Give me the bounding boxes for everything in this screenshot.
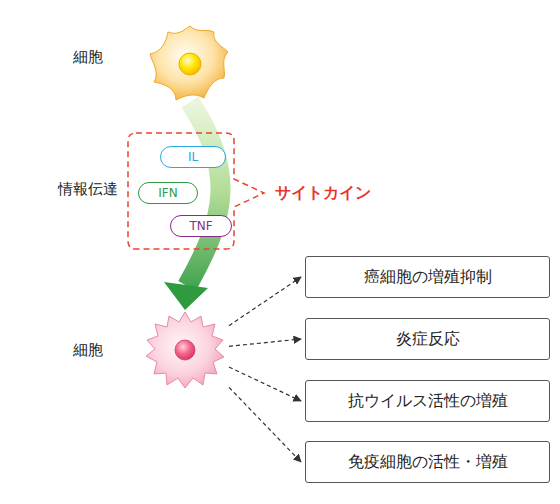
cell-illustration-outline [145, 310, 225, 390]
node-text: IL [188, 150, 198, 164]
connector [229, 277, 301, 326]
effect-box: 抗ウイルス活性の増殖 [305, 380, 550, 422]
node-text: 免疫細胞の活性・増殖 [348, 452, 508, 473]
node-text: IFN [158, 186, 177, 200]
connector [164, 102, 221, 310]
cell-illustration-outline [148, 22, 232, 102]
stage-label: 情報伝達 [58, 180, 118, 199]
cytokine-pill: TNF [170, 215, 232, 237]
node-text: 癌細胞の増殖抑制 [364, 267, 492, 288]
effect-box: 炎症反応 [305, 318, 550, 360]
cell-illustration: 細胞 [148, 22, 232, 102]
connector [229, 339, 301, 346]
cell-label: 細胞 [58, 47, 118, 67]
cytokine-group: サイトカインILIFNTNF [128, 133, 234, 249]
node-text: 抗ウイルス活性の増殖 [348, 391, 508, 412]
dashed-arrow [229, 367, 301, 401]
cytokine-pill: IL [160, 146, 226, 168]
cell-label: 細胞 [58, 340, 118, 360]
dashed-arrow [229, 277, 301, 326]
cytokine-pill: IFN [138, 182, 198, 204]
node-text: 炎症反応 [396, 329, 460, 350]
dashed-arrow [229, 387, 301, 462]
connector [229, 387, 301, 462]
connector [229, 367, 301, 401]
dashed-arrow [229, 339, 301, 346]
signal-arrow-head [164, 282, 208, 310]
effect-box: 癌細胞の増殖抑制 [305, 256, 550, 298]
effect-box: 免疫細胞の活性・増殖 [305, 441, 550, 483]
node-text: TNF [189, 219, 212, 233]
cytokine-label: サイトカイン [275, 183, 371, 203]
cell-illustration: 細胞 [145, 310, 225, 390]
